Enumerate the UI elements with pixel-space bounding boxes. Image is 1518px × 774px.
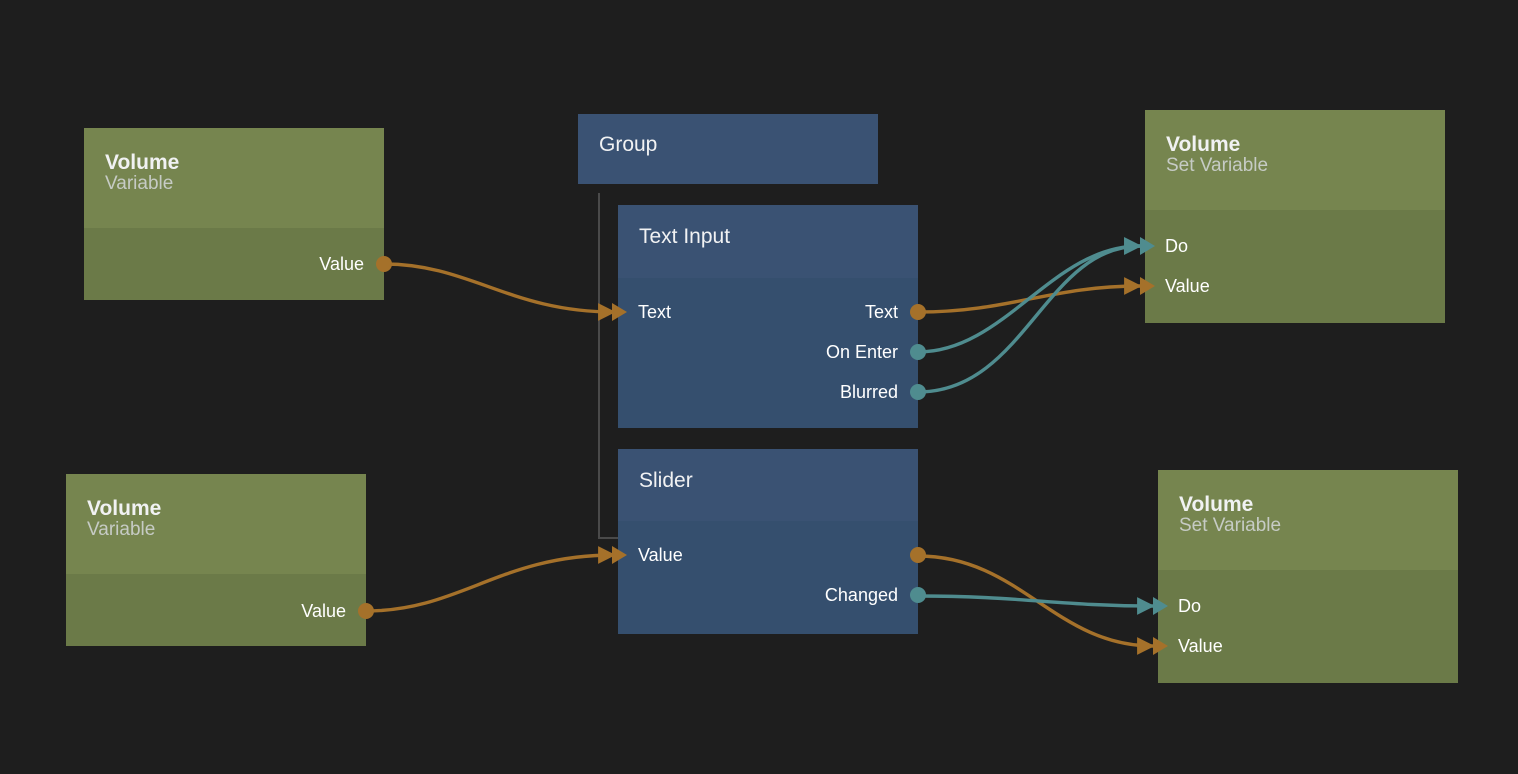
node-header: Volume Variable — [84, 128, 384, 228]
port-row-do-in[interactable]: Do — [1178, 596, 1201, 616]
node-volume-set-variable-top[interactable]: Volume Set Variable Do Value — [1140, 110, 1445, 323]
port-label: Do — [1165, 236, 1189, 256]
node-text-input[interactable]: Text Input Text Text On Enter Blurred — [612, 205, 926, 428]
port-row-text-out[interactable]: Text — [865, 302, 898, 322]
wire-on-enter-to-do — [917, 237, 1142, 354]
port-label: On Enter — [825, 342, 898, 362]
port-row-value-out[interactable]: Value — [319, 254, 364, 274]
port-dot-changed-out[interactable] — [910, 587, 926, 603]
port-row-value-out[interactable]: Value — [301, 601, 346, 621]
node-body: Do Value — [1145, 210, 1445, 323]
port-label: Text — [638, 302, 672, 322]
node-volume-variable-bottom[interactable]: Volume Variable Value — [66, 474, 374, 646]
port-label: Blurred — [839, 382, 898, 402]
node-body: Value — [84, 228, 384, 300]
node-slider[interactable]: Slider Value Changed — [612, 449, 926, 634]
wire-text-to-set-variable-value — [917, 277, 1142, 314]
node-body: Text Text On Enter Blurred — [618, 278, 918, 428]
node-header: Slider — [618, 449, 918, 521]
port-arrow-value-in[interactable] — [1140, 277, 1155, 295]
node-subtitle: Variable — [87, 519, 156, 541]
wire-changed-to-do — [917, 594, 1155, 615]
port-label: Value — [301, 601, 346, 621]
node-title: Slider — [639, 469, 693, 492]
node-volume-variable-top[interactable]: Volume Variable Value — [84, 128, 392, 300]
node-title: Volume — [105, 151, 180, 174]
node-header: Volume Set Variable — [1145, 110, 1445, 210]
port-label: Do — [1178, 596, 1202, 616]
port-arrow-do-in[interactable] — [1153, 597, 1168, 615]
node-body: Value — [66, 574, 366, 646]
port-dot-value-out[interactable] — [358, 603, 374, 619]
wire-volume-bottom-to-slider — [365, 546, 616, 613]
wire-volume-top-to-text-input — [383, 262, 616, 321]
group-child-bracket — [598, 193, 622, 539]
port-dot-value-out[interactable] — [376, 256, 392, 272]
port-label: Value — [638, 545, 683, 565]
port-row-value-in[interactable]: Value — [638, 545, 683, 565]
port-label: Text — [864, 302, 898, 322]
port-arrow-value-in[interactable] — [612, 546, 627, 564]
port-arrow-text-in[interactable] — [612, 303, 627, 321]
port-dot-on-enter-out[interactable] — [910, 344, 926, 360]
node-subtitle: Set Variable — [1179, 515, 1282, 537]
port-arrow-value-in[interactable] — [1153, 637, 1168, 655]
node-header: Volume Variable — [66, 474, 366, 574]
wire-blurred-to-do — [917, 237, 1142, 394]
port-row-changed-out[interactable]: Changed — [825, 585, 898, 605]
port-label: Value — [1165, 276, 1210, 296]
port-dot-blurred-out[interactable] — [910, 384, 926, 400]
port-row-do-in[interactable]: Do — [1165, 236, 1188, 256]
port-row-on-enter-out[interactable]: On Enter — [826, 342, 898, 362]
port-row-text-in[interactable]: Text — [638, 302, 671, 322]
node-title: Volume — [87, 497, 162, 520]
node-title: Group — [599, 133, 658, 156]
node-subtitle: Set Variable — [1166, 155, 1269, 177]
port-row-blurred-out[interactable]: Blurred — [840, 382, 898, 402]
node-volume-set-variable-bottom[interactable]: Volume Set Variable Do Value — [1153, 470, 1458, 683]
node-body: Value Changed — [618, 521, 918, 634]
port-dot-value-out[interactable] — [910, 547, 926, 563]
node-header: Text Input — [618, 205, 918, 278]
port-label: Value — [1178, 636, 1223, 656]
port-label: Value — [319, 254, 364, 274]
node-title: Volume — [1166, 133, 1241, 156]
port-row-value-in[interactable]: Value — [1178, 636, 1223, 656]
node-header: Group — [578, 114, 878, 184]
node-subtitle: Variable — [105, 173, 174, 195]
node-body: Do Value — [1158, 570, 1458, 683]
node-title: Text Input — [639, 225, 731, 248]
wire-slider-value-to-set-variable-value — [917, 554, 1155, 655]
port-arrow-do-in[interactable] — [1140, 237, 1155, 255]
port-label: Changed — [824, 585, 898, 605]
node-title: Volume — [1179, 493, 1254, 516]
node-header: Volume Set Variable — [1158, 470, 1458, 570]
node-group[interactable]: Group — [578, 114, 878, 184]
port-row-value-in[interactable]: Value — [1165, 276, 1210, 296]
port-dot-text-out[interactable] — [910, 304, 926, 320]
